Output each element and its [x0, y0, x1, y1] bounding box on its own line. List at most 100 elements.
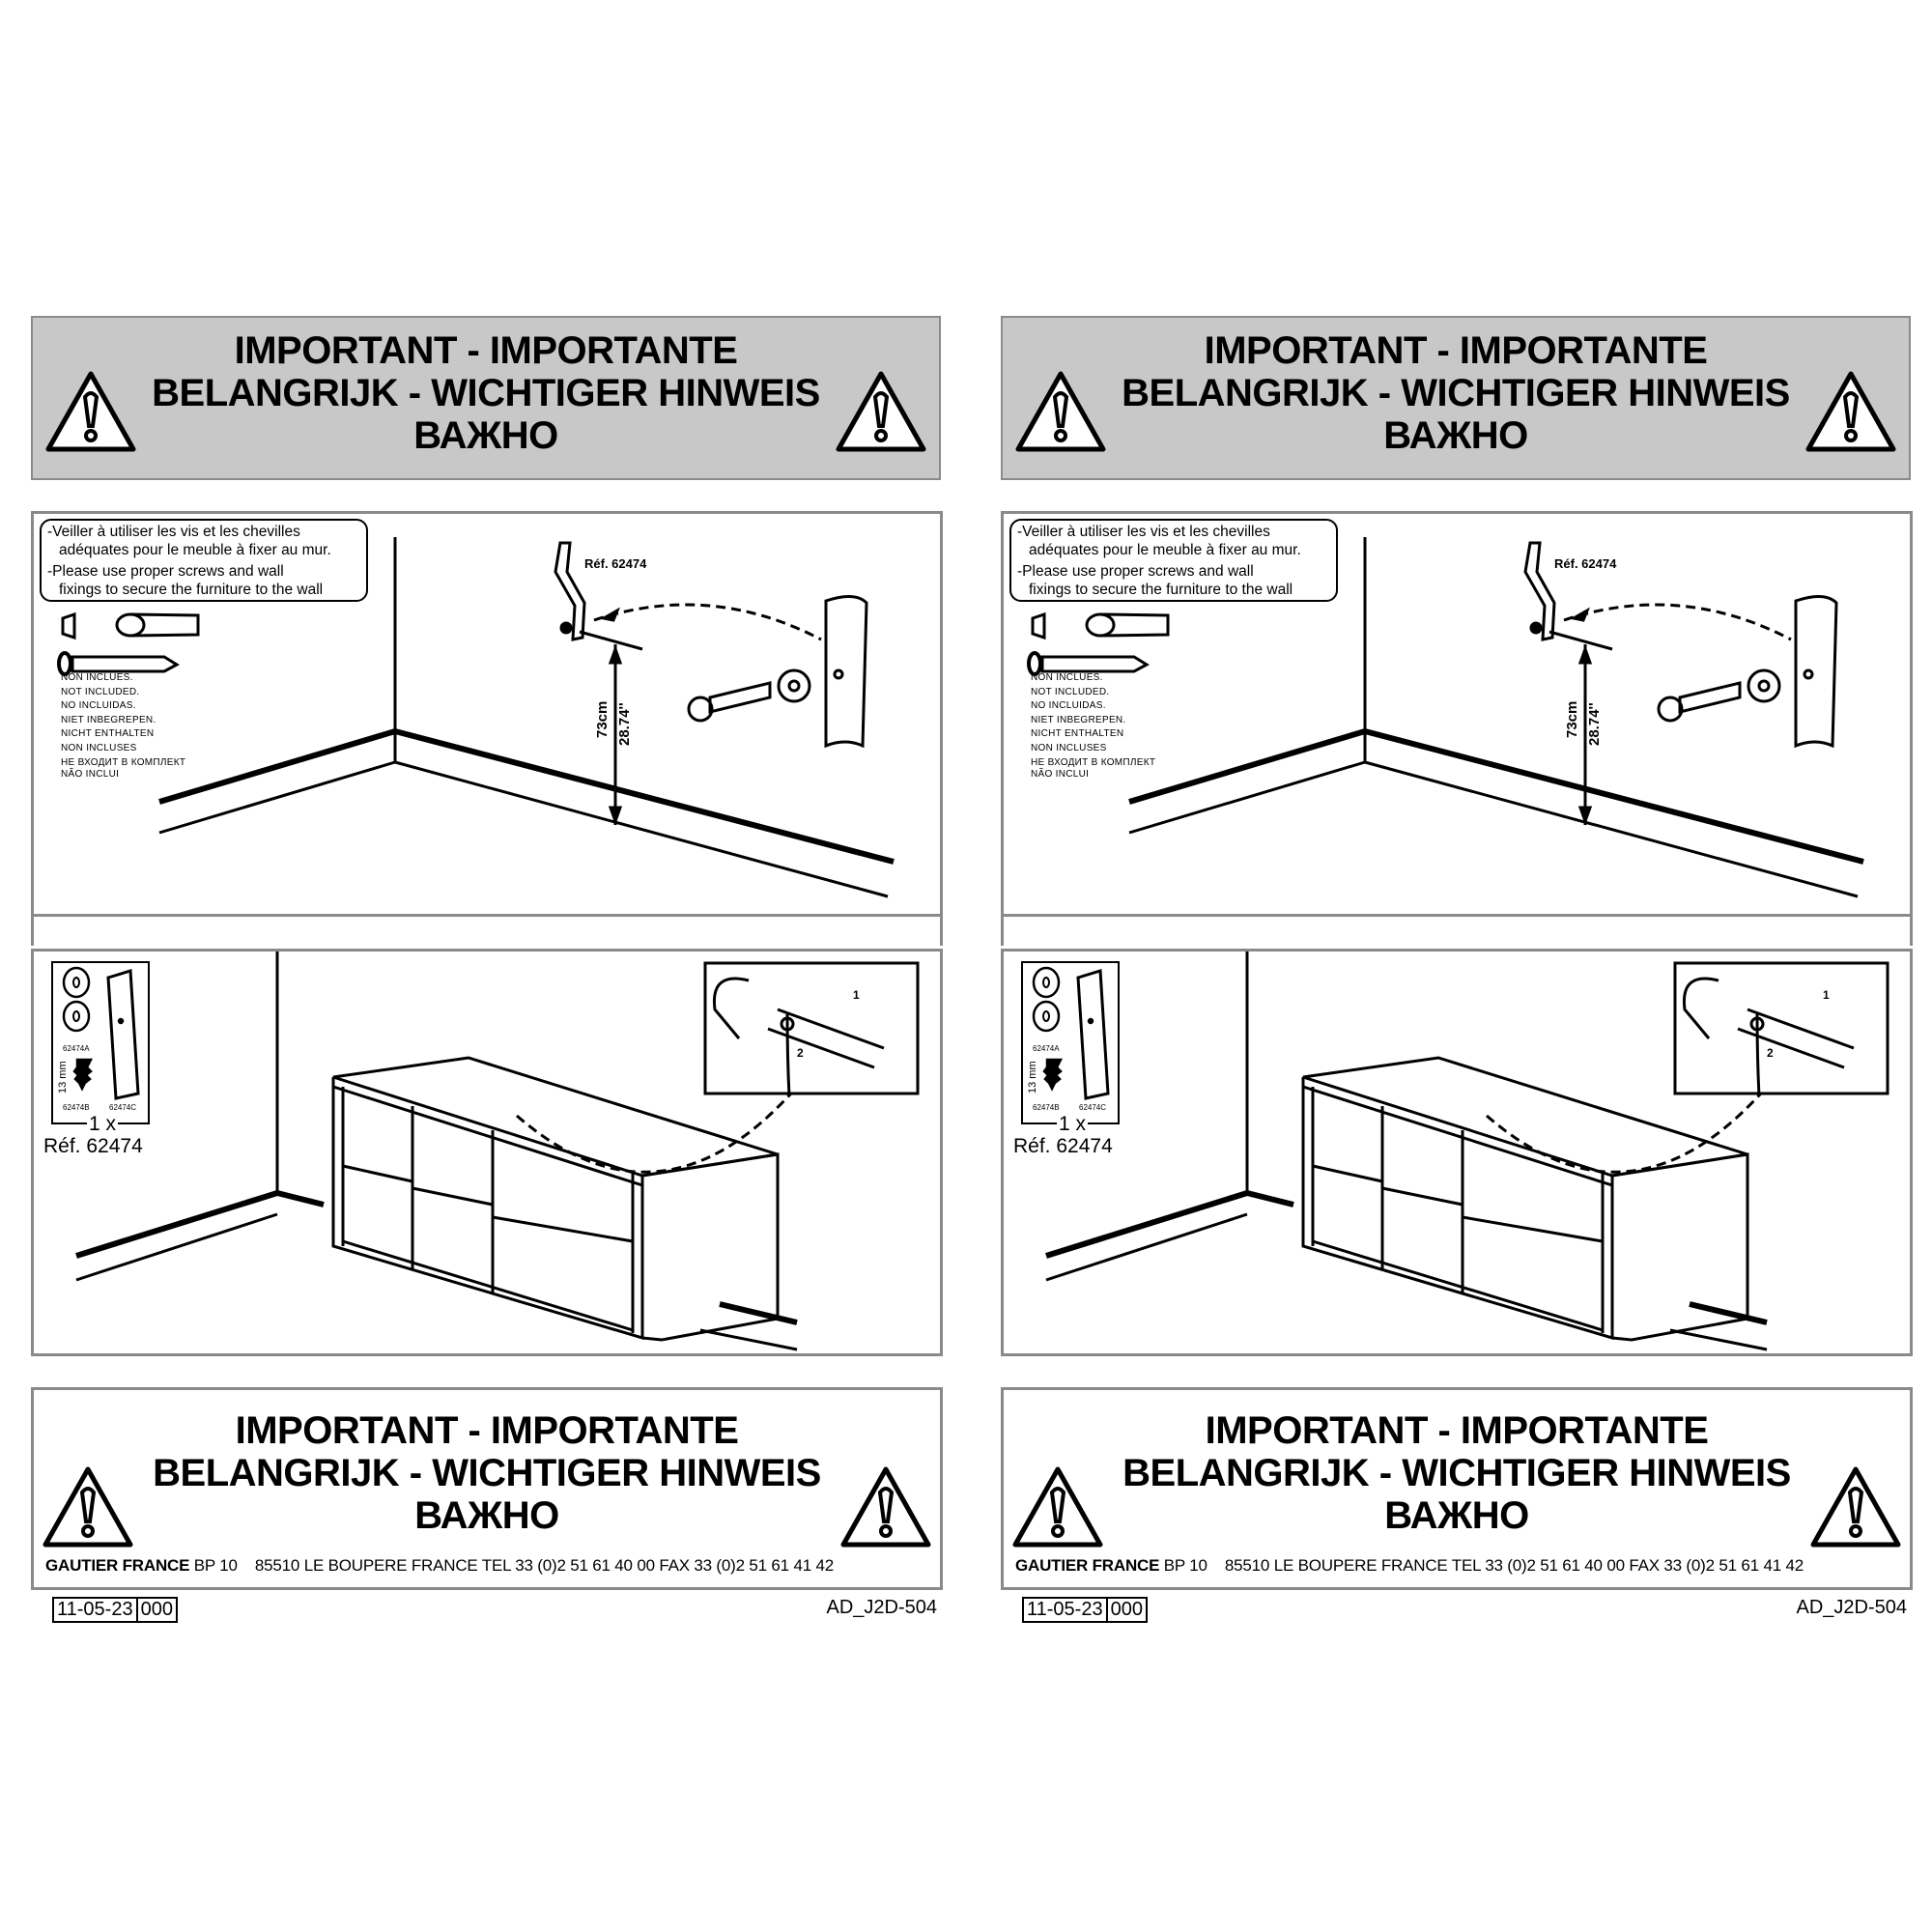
document-code: AD_J2D-504 [1796, 1597, 1907, 1618]
hardware-kit: 62474A 62474B 62474C 13 mm [1021, 961, 1120, 1124]
step1-wall-fixing-panel: -Veiller à utiliser les vis et les chevi… [31, 511, 943, 917]
not-included-item: NOT INCLUDED. [61, 686, 140, 697]
screw-length-label: 13 mm [1027, 1061, 1038, 1094]
revision-number: 000 [1105, 1599, 1146, 1621]
height-cm-label: 73cm [594, 700, 611, 738]
kit-reference: Réf. 62474 [43, 1135, 143, 1157]
panel-divider [1001, 917, 1913, 946]
step1-wall-fixing-panel: -Veiller à utiliser les vis et les chevi… [1001, 511, 1913, 917]
part-b-label: 62474B [1033, 1103, 1060, 1112]
footer-title-line: ВАЖНО [1384, 1494, 1529, 1537]
not-included-item: НЕ ВХОДИТ В КОМПЛЕКТ [61, 756, 186, 768]
notice-line: fixings to secure the furniture to the w… [59, 582, 324, 598]
header-title-line: BELANGRIJK - WICHTIGER HINWEIS [1122, 372, 1790, 414]
kit-reference: Réf. 62474 [1013, 1135, 1113, 1157]
height-inch-label: 28.74'' [1586, 702, 1603, 746]
height-cm-label: 73cm [1564, 700, 1580, 738]
not-included-item: NICHT ENTHALTEN [61, 728, 155, 740]
hardware-kit: 62474A 62474B 62474C 13 mm [51, 961, 150, 1124]
revision-box: 11-05-23 000 [1022, 1597, 1148, 1623]
step-number: 1 [1823, 988, 1830, 1002]
address-text: BP 10 85510 LE BOUPERE FRANCE TEL 33 (0)… [1163, 1556, 1804, 1575]
notice-line: -Please use proper screws and wall [1017, 563, 1254, 580]
not-included-item: NO INCLUIDAS. [1031, 700, 1106, 712]
part-b-label: 62474B [63, 1103, 90, 1112]
not-included-list: NON INCLUES. NOT INCLUDED. NO INCLUIDAS.… [1031, 671, 1155, 780]
header-title-line: BELANGRIJK - WICHTIGER HINWEIS [152, 372, 820, 414]
company-address: GAUTIER FRANCE BP 10 85510 LE BOUPERE FR… [45, 1556, 834, 1576]
step-number: 2 [1767, 1046, 1774, 1060]
footer-title-line: BELANGRIJK - WICHTIGER HINWEIS [153, 1452, 821, 1494]
revision-date: 11-05-23 [57, 1599, 133, 1620]
instruction-page: IMPORTANT - IMPORTANTE BELANGRIJK - WICH… [1001, 316, 1913, 1623]
company-name: GAUTIER FRANCE [45, 1556, 190, 1575]
not-included-item: NON INCLUES. [1031, 672, 1103, 683]
screws-notice: -Veiller à utiliser les vis et les chevi… [1009, 519, 1338, 602]
not-included-item: НЕ ВХОДИТ В КОМПЛЕКТ [1031, 756, 1156, 768]
wall-fixing-illustration [1027, 537, 1864, 898]
not-included-item: NIET INBEGREPEN. [61, 714, 156, 725]
warning-icon [1015, 371, 1106, 452]
notice-line: -Veiller à utiliser les vis et les chevi… [1017, 524, 1270, 540]
not-included-item: NO INCLUIDAS. [61, 700, 136, 712]
notice-line: adéquates pour le meuble à fixer au mur. [59, 542, 331, 558]
screws-notice: -Veiller à utiliser les vis et les chevi… [40, 519, 368, 602]
step2-cabinet-fixing-panel: 62474A 62474B 62474C 13 mm 1 x Réf. 6247… [31, 949, 943, 1356]
document-code: AD_J2D-504 [826, 1597, 937, 1618]
notice-line: fixings to secure the furniture to the w… [1029, 582, 1293, 598]
footer-title-line: IMPORTANT - IMPORTANTE [1205, 1409, 1709, 1452]
warning-icon [1810, 1466, 1901, 1548]
height-inch-label: 28.74'' [616, 702, 633, 746]
screw-length-label: 13 mm [57, 1061, 69, 1094]
warning-icon [43, 1466, 133, 1548]
not-included-item: NÃO INCLUI [61, 769, 120, 781]
warning-icon [1012, 1466, 1103, 1548]
revision-date: 11-05-23 [1027, 1599, 1103, 1620]
important-footer: IMPORTANT - IMPORTANTE BELANGRIJK - WICH… [31, 1387, 943, 1590]
bracket-reference: Réf. 62474 [584, 556, 647, 571]
cabinet-fixing-illustration [1045, 952, 1889, 1351]
hardware-parts-icon [62, 966, 140, 1100]
footer-title-line: ВАЖНО [414, 1494, 559, 1537]
header-title-line: ВАЖНО [413, 414, 558, 457]
footer-title-line: IMPORTANT - IMPORTANTE [235, 1409, 739, 1452]
revision-number: 000 [135, 1599, 176, 1621]
not-included-item: NÃO INCLUI [1031, 769, 1090, 781]
important-footer: IMPORTANT - IMPORTANTE BELANGRIJK - WICH… [1001, 1387, 1913, 1590]
warning-icon [45, 371, 136, 452]
company-address: GAUTIER FRANCE BP 10 85510 LE BOUPERE FR… [1015, 1556, 1804, 1576]
notice-line: -Please use proper screws and wall [47, 563, 284, 580]
wall-fixing-illustration [57, 537, 895, 898]
important-header: IMPORTANT - IMPORTANTE BELANGRIJK - WICH… [1001, 316, 1911, 480]
step-number: 2 [797, 1046, 804, 1060]
header-title-line: ВАЖНО [1383, 414, 1528, 457]
not-included-item: NICHT ENTHALTEN [1031, 728, 1124, 740]
bracket-reference: Réf. 62474 [1554, 556, 1617, 571]
warning-icon [840, 1466, 931, 1548]
address-text: BP 10 85510 LE BOUPERE FRANCE TEL 33 (0)… [193, 1556, 834, 1575]
step2-cabinet-fixing-panel: 62474A 62474B 62474C 13 mm 1 x Réf. 6247… [1001, 949, 1913, 1356]
kit-quantity: 1 x [1057, 1113, 1089, 1136]
part-a-label: 62474A [63, 1044, 90, 1053]
company-name: GAUTIER FRANCE [1015, 1556, 1160, 1575]
revision-box: 11-05-23 000 [52, 1597, 178, 1623]
part-a-label: 62474A [1033, 1044, 1060, 1053]
header-title-line: IMPORTANT - IMPORTANTE [1204, 329, 1708, 372]
instruction-page: IMPORTANT - IMPORTANTE BELANGRIJK - WICH… [31, 316, 943, 1623]
panel-divider [31, 917, 943, 946]
hardware-parts-icon [1032, 966, 1110, 1100]
cabinet-fixing-illustration [75, 952, 920, 1351]
notice-line: adéquates pour le meuble à fixer au mur. [1029, 542, 1301, 558]
part-c-label: 62474C [1079, 1103, 1107, 1112]
not-included-item: NON INCLUSES [1031, 742, 1107, 753]
notice-line: -Veiller à utiliser les vis et les chevi… [47, 524, 300, 540]
part-c-label: 62474C [109, 1103, 137, 1112]
header-title-line: IMPORTANT - IMPORTANTE [234, 329, 738, 372]
not-included-item: NON INCLUSES [61, 742, 137, 753]
footer-title-line: BELANGRIJK - WICHTIGER HINWEIS [1122, 1452, 1791, 1494]
warning-icon [1805, 371, 1896, 452]
not-included-item: NIET INBEGREPEN. [1031, 714, 1126, 725]
not-included-item: NOT INCLUDED. [1031, 686, 1110, 697]
not-included-list: NON INCLUES. NOT INCLUDED. NO INCLUIDAS.… [61, 671, 185, 780]
warning-icon [836, 371, 926, 452]
